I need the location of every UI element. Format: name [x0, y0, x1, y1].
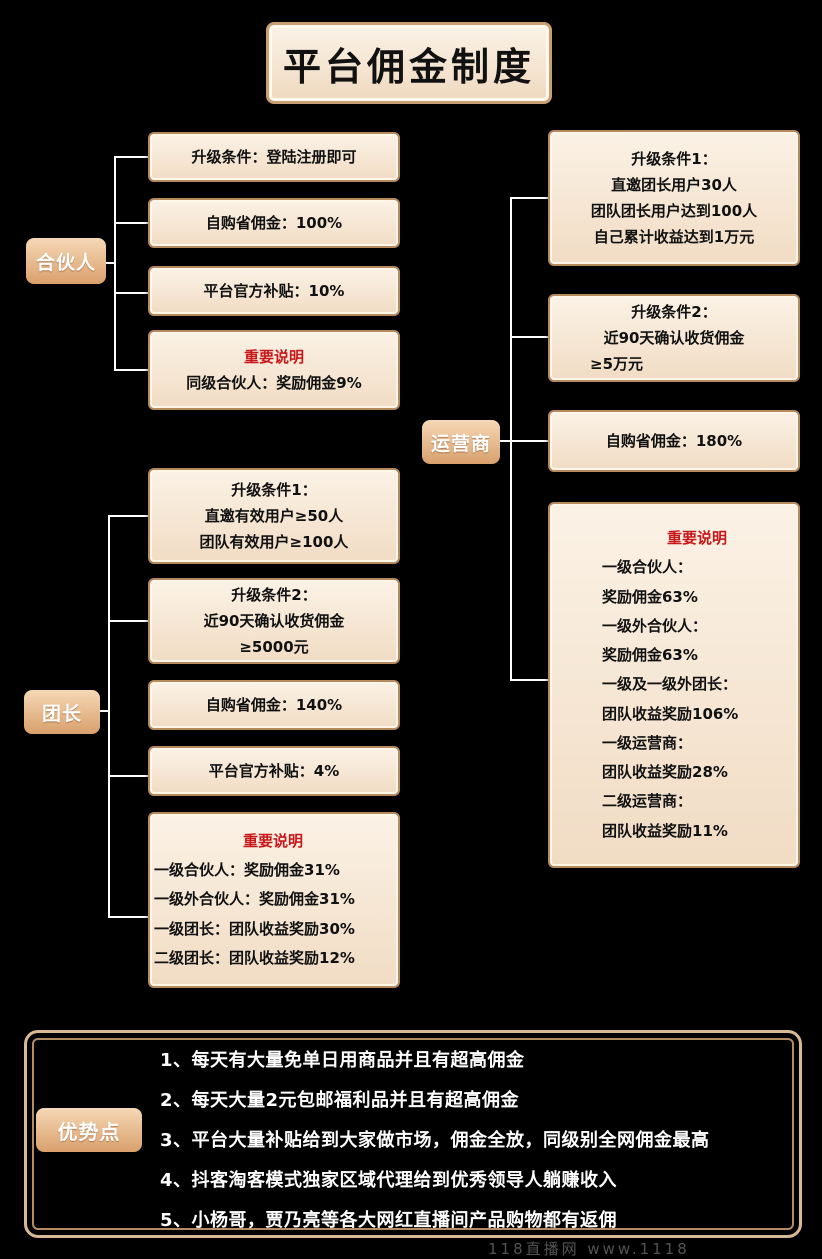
partner-upgrade-box: 升级条件：登陆注册即可 — [148, 132, 400, 182]
advantages-panel — [24, 1030, 802, 1238]
partner-self-purchase-box: 自购省佣金：100% — [148, 198, 400, 248]
operator-notice-box: 重要说明 一级合伙人： 奖励佣金63% 一级外合伙人： 奖励佣金63% 一级及一… — [548, 502, 800, 868]
operator-notice-line: 团队收益奖励11% — [602, 821, 728, 840]
operator-upgrade1-line: 直邀团长用户30人 — [611, 175, 737, 194]
operator-connector — [510, 440, 550, 442]
operator-tag: 运营商 — [422, 420, 500, 464]
partner-notice-line: 同级合伙人：奖励佣金9% — [186, 374, 362, 392]
partner-connector — [114, 156, 150, 158]
operator-upgrade2-box: 升级条件2： 近90天确认收货佣金 ≥5万元 — [548, 294, 800, 382]
leader-notice-line: 一级团长：团队收益奖励30% — [154, 919, 355, 938]
operator-upgrade1-line: 自己累计收益达到1万元 — [593, 228, 755, 247]
leader-subsidy-text: 平台官方补贴：4% — [208, 761, 340, 780]
leader-connector — [108, 620, 148, 622]
leader-upgrade1-title: 升级条件1： — [231, 480, 317, 499]
leader-tag: 团长 — [24, 690, 100, 734]
operator-notice-line: 一级及一级外团长： — [602, 675, 738, 694]
operator-notice-line: 二级运营商： — [602, 792, 693, 811]
operator-notice-title: 重要说明 — [666, 529, 727, 548]
operator-connector-vertical — [510, 197, 512, 680]
operator-connector — [510, 679, 550, 681]
operator-notice-line: 团队收益奖励106% — [602, 704, 739, 723]
leader-upgrade1-line: 直邀有效用户≥50人 — [204, 506, 344, 525]
operator-connector — [510, 197, 550, 199]
advantage-item: 5、小杨哥，贾乃亮等各大网红直播间产品购物都有返佣 — [160, 1210, 618, 1231]
operator-notice-line: 一级外合伙人： — [602, 616, 708, 635]
leader-upgrade1-line: 团队有效用户≥100人 — [199, 533, 349, 552]
operator-notice-line: 奖励佣金63% — [602, 587, 698, 606]
partner-connector — [100, 262, 116, 264]
leader-connector — [108, 916, 148, 918]
partner-tag: 合伙人 — [26, 238, 106, 284]
leader-self-purchase-box: 自购省佣金：140% — [148, 680, 400, 730]
partner-subsidy-box: 平台官方补贴：10% — [148, 266, 400, 316]
operator-upgrade2-title: 升级条件2： — [631, 302, 717, 321]
operator-upgrade2-line: 近90天确认收货佣金 — [603, 328, 745, 347]
leader-upgrade2-title: 升级条件2： — [231, 585, 317, 604]
leader-notice-title: 重要说明 — [242, 831, 303, 850]
advantage-item: 3、平台大量补贴给到大家做市场，佣金全放，同级别全网佣金最高 — [160, 1130, 710, 1151]
operator-upgrade2-line: ≥5万元 — [590, 355, 644, 374]
leader-connector — [108, 775, 148, 777]
leader-upgrade2-line: ≥5000元 — [239, 638, 309, 657]
operator-self-purchase-text: 自购省佣金：180% — [605, 431, 743, 450]
operator-connector — [510, 336, 550, 338]
operator-notice-line: 团队收益奖励28% — [602, 763, 728, 782]
partner-connector — [114, 292, 150, 294]
page-title: 平台佣金制度 — [266, 22, 552, 104]
operator-self-purchase-box: 自购省佣金：180% — [548, 410, 800, 472]
leader-notice-box: 重要说明 一级合伙人：奖励佣金31% 一级外合伙人：奖励佣金31% 一级团长：团… — [148, 812, 400, 988]
watermark-text: 118直播网 www.1118 — [488, 1240, 690, 1258]
partner-notice-title: 重要说明 — [243, 347, 304, 366]
partner-self-purchase-text: 自购省佣金：100% — [205, 213, 343, 232]
operator-upgrade1-title: 升级条件1： — [631, 149, 717, 168]
partner-notice-box: 重要说明 同级合伙人：奖励佣金9% — [148, 330, 400, 410]
advantage-item: 1、每天有大量免单日用商品并且有超高佣金 — [160, 1050, 525, 1071]
advantage-item: 2、每天大量2元包邮福利品并且有超高佣金 — [160, 1090, 520, 1111]
leader-notice-line: 一级外合伙人：奖励佣金31% — [154, 890, 355, 909]
advantage-item: 4、抖客淘客模式独家区域代理给到优秀领导人躺赚收入 — [160, 1170, 618, 1191]
operator-connector — [496, 440, 512, 442]
leader-self-purchase-text: 自购省佣金：140% — [205, 695, 343, 714]
advantages-tag: 优势点 — [36, 1108, 142, 1152]
partner-connector — [114, 222, 150, 224]
operator-upgrade1-line: 团队团长用户达到100人 — [590, 202, 758, 220]
leader-upgrade1-box: 升级条件1： 直邀有效用户≥50人 团队有效用户≥100人 — [148, 468, 400, 564]
leader-upgrade2-box: 升级条件2： 近90天确认收货佣金 ≥5000元 — [148, 578, 400, 664]
leader-upgrade2-line: 近90天确认收货佣金 — [203, 611, 345, 630]
operator-upgrade1-box: 升级条件1： 直邀团长用户30人 团队团长用户达到100人 自己累计收益达到1万… — [548, 130, 800, 266]
leader-connector-vertical — [108, 515, 110, 917]
partner-upgrade-text: 升级条件：登陆注册即可 — [191, 147, 357, 166]
operator-notice-line: 一级合伙人： — [602, 558, 693, 577]
partner-subsidy-text: 平台官方补贴：10% — [203, 281, 345, 300]
operator-notice-line: 奖励佣金63% — [602, 646, 698, 665]
leader-connector — [96, 710, 110, 712]
partner-connector — [114, 369, 150, 371]
leader-notice-line: 一级合伙人：奖励佣金31% — [154, 861, 340, 880]
leader-subsidy-box: 平台官方补贴：4% — [148, 746, 400, 796]
operator-notice-line: 一级运营商： — [602, 733, 693, 752]
leader-notice-line: 二级团长：团队收益奖励12% — [154, 948, 355, 967]
leader-connector — [108, 515, 148, 517]
